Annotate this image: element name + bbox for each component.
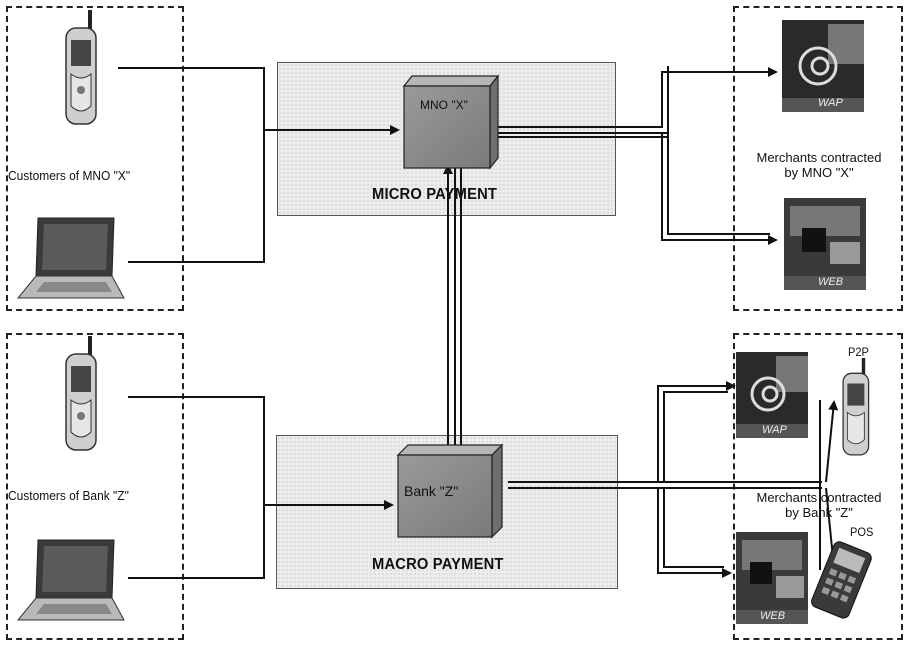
bank-z-node (396, 443, 504, 539)
wap-icon (782, 20, 864, 112)
web-tag-mno: WEB (818, 276, 844, 288)
wap-tag-bank: WAP (762, 424, 787, 436)
merchants-mno-label: Merchants contracted by MNO "X" (736, 150, 902, 180)
web-tag-bank: WEB (760, 610, 786, 622)
merchants-bank-label-line1: Merchants contracted (756, 490, 882, 505)
mno-x-node (402, 74, 500, 170)
merchants-bank-label-line2: by Bank "Z" (785, 505, 853, 520)
pos-terminal-icon (811, 541, 872, 619)
merchants-bank-label: Merchants contracted by Bank "Z" (736, 490, 902, 520)
merchants-mno-label-line2: by MNO "X" (784, 165, 854, 180)
mobile-phone-icon (842, 358, 870, 456)
mno-x-node-label: MNO "X" (420, 98, 468, 112)
pos-label: POS (850, 525, 874, 539)
merchants-mno-label-line1: Merchants contracted (756, 150, 882, 165)
macro-payment-label: MACRO PAYMENT (372, 556, 504, 573)
laptop-icon (16, 217, 125, 299)
micro-payment-label: MICRO PAYMENT (372, 186, 498, 203)
customers-bank-group (6, 333, 184, 640)
customers-bank-label: Customers of Bank "Z" (8, 488, 129, 503)
web-icon (784, 198, 866, 290)
merchants-mno-group (733, 6, 903, 311)
mobile-phone-icon (65, 336, 97, 451)
wap-icon (736, 352, 808, 438)
mobile-phone-icon (65, 10, 97, 125)
customers-mno-label: Customers of MNO "X" (8, 168, 131, 183)
bank-z-node-label: Bank "Z" (404, 483, 459, 499)
wap-tag-mno: WAP (818, 97, 843, 109)
merchants-bank-group (733, 333, 903, 640)
laptop-icon (16, 539, 125, 621)
web-icon (736, 532, 808, 624)
p2p-label: P2P (848, 345, 869, 359)
customers-mno-group (6, 6, 184, 311)
